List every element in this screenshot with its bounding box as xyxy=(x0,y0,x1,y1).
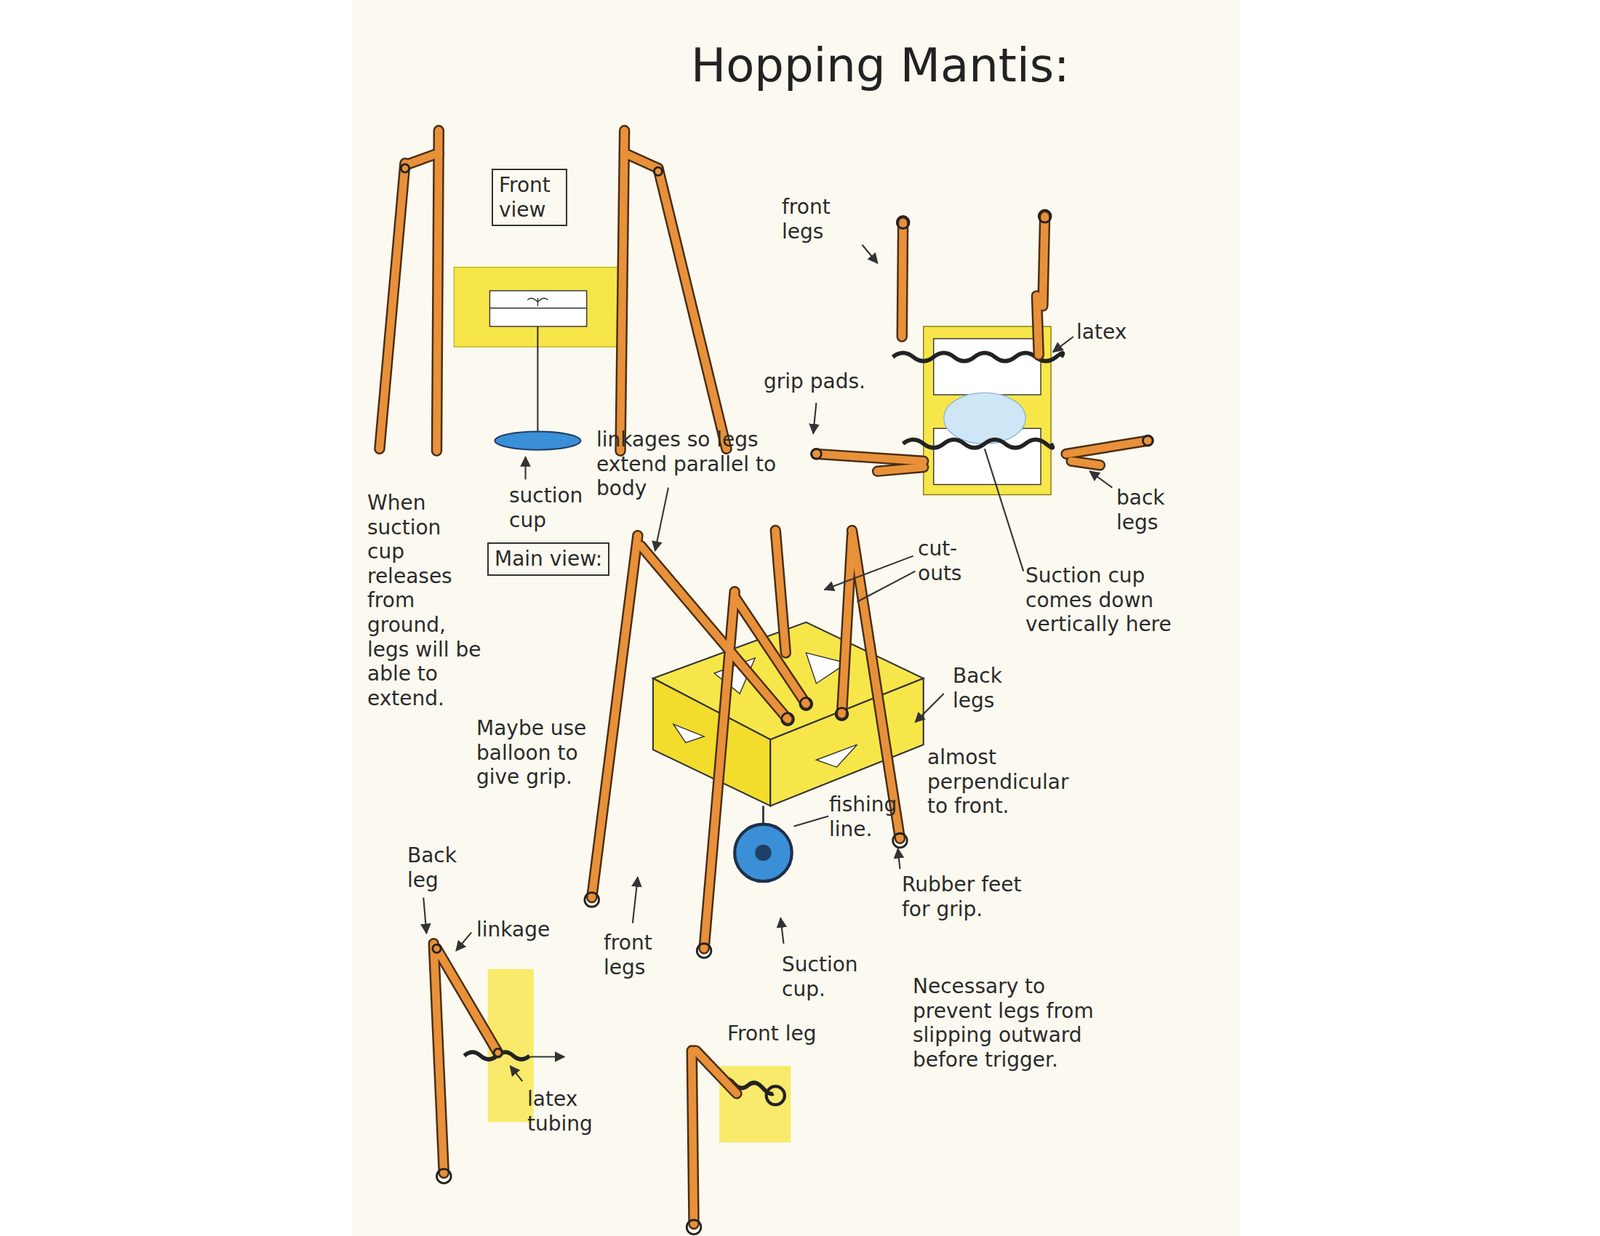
annotation-note: Necessary to prevent legs from slipping … xyxy=(912,974,1124,1072)
annotation-note: Rubber feet for grip. xyxy=(901,872,1040,922)
annotation-note: front legs xyxy=(603,930,677,980)
view-heading: Main view: xyxy=(494,546,603,572)
view-box: Main view: xyxy=(487,542,610,576)
annotation-note: Back legs xyxy=(952,664,1033,713)
annotation-note: latex xyxy=(1076,320,1150,345)
annotation-note: front legs xyxy=(781,194,862,244)
annotation-note: back legs xyxy=(1116,485,1190,535)
annotation-note: Front leg xyxy=(727,1021,830,1047)
annotation-note: Maybe use balloon to give grip. xyxy=(476,716,593,790)
annotation-note: suction cup xyxy=(509,483,590,533)
annotation-note: linkage xyxy=(476,917,564,943)
annotation-note: grip pads. xyxy=(763,369,888,395)
annotation-note: linkages so legs extend parallel to body xyxy=(596,427,815,502)
annotation-note: fishing line. xyxy=(829,792,899,842)
view-box: Front view xyxy=(491,168,568,227)
annotation-note: Suction cup comes down vertically here xyxy=(1025,563,1200,638)
annotation-note: Suction cup. xyxy=(781,952,877,1002)
annotation-note: When suction cup releases from ground, l… xyxy=(367,490,484,711)
annotation-note: latex tubing xyxy=(527,1087,608,1136)
view-heading: Front view xyxy=(498,173,560,222)
annotation-note: Back leg xyxy=(407,843,488,893)
annotation-note: cut-outs xyxy=(917,536,991,586)
sketch-title: Hopping Mantis: xyxy=(690,37,1070,94)
annotation-note: almost perpendicular to front. xyxy=(927,745,1080,819)
